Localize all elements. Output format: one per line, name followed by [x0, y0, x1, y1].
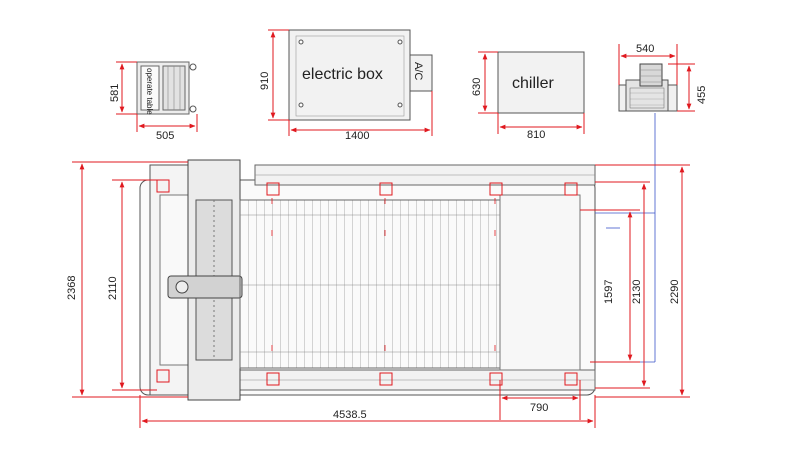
- electric-box-width-dim: 1400: [288, 91, 433, 142]
- operate-table-height-label: 581: [109, 84, 121, 102]
- machine-total-length-label: 4538.5: [333, 409, 367, 421]
- operate-table-label: operate table: [145, 68, 154, 115]
- electric-box-label: electric box: [302, 66, 383, 83]
- fan-height-label: 455: [696, 86, 708, 104]
- machine-total-height-dim: 2368: [66, 161, 188, 398]
- right-dim-2130-label: 2130: [631, 280, 643, 304]
- fan-width-label: 540: [636, 43, 654, 55]
- electric-box-width-label: 1400: [345, 130, 369, 142]
- chiller-width-dim: 810: [497, 113, 585, 141]
- operate-table-width-label: 505: [156, 130, 174, 142]
- chiller-height-dim: 630: [471, 51, 498, 114]
- electric-box-height-label: 910: [259, 72, 271, 90]
- ac-label: A/C: [412, 62, 424, 80]
- machine-inner-height-dim: 2110: [107, 179, 157, 391]
- laser-machine: [139, 159, 596, 401]
- fan-height-dim: 455: [668, 63, 708, 112]
- machine-inner-height-label: 2110: [107, 276, 119, 300]
- operate-table-width-dim: 505: [136, 114, 198, 142]
- right-dim-2130: 2130: [595, 181, 650, 389]
- chiller-height-label: 630: [471, 78, 483, 96]
- exhaust-fan: [618, 63, 678, 112]
- right-dim-2290-label: 2290: [669, 280, 681, 304]
- right-dim-1597: 1597: [580, 209, 640, 363]
- electric-box-height-dim: 910: [259, 29, 289, 121]
- operate-table-height-dim: 581: [109, 61, 137, 115]
- machine-total-length-dim: 4538.5: [139, 395, 596, 428]
- blue-guides: [595, 113, 656, 363]
- chiller-width-label: 810: [527, 129, 545, 141]
- chiller-label: chiller: [512, 75, 554, 92]
- electric-box: electric box A/C: [288, 29, 433, 121]
- operate-table: operate table: [136, 61, 197, 115]
- chiller: chiller: [497, 51, 585, 114]
- right-dim-1597-label: 1597: [603, 280, 615, 304]
- right-dim-2290: 2290: [595, 164, 690, 398]
- exchange-width-dim: 790: [499, 380, 581, 420]
- exchange-width-label: 790: [530, 402, 548, 414]
- machine-total-height-label: 2368: [66, 276, 78, 300]
